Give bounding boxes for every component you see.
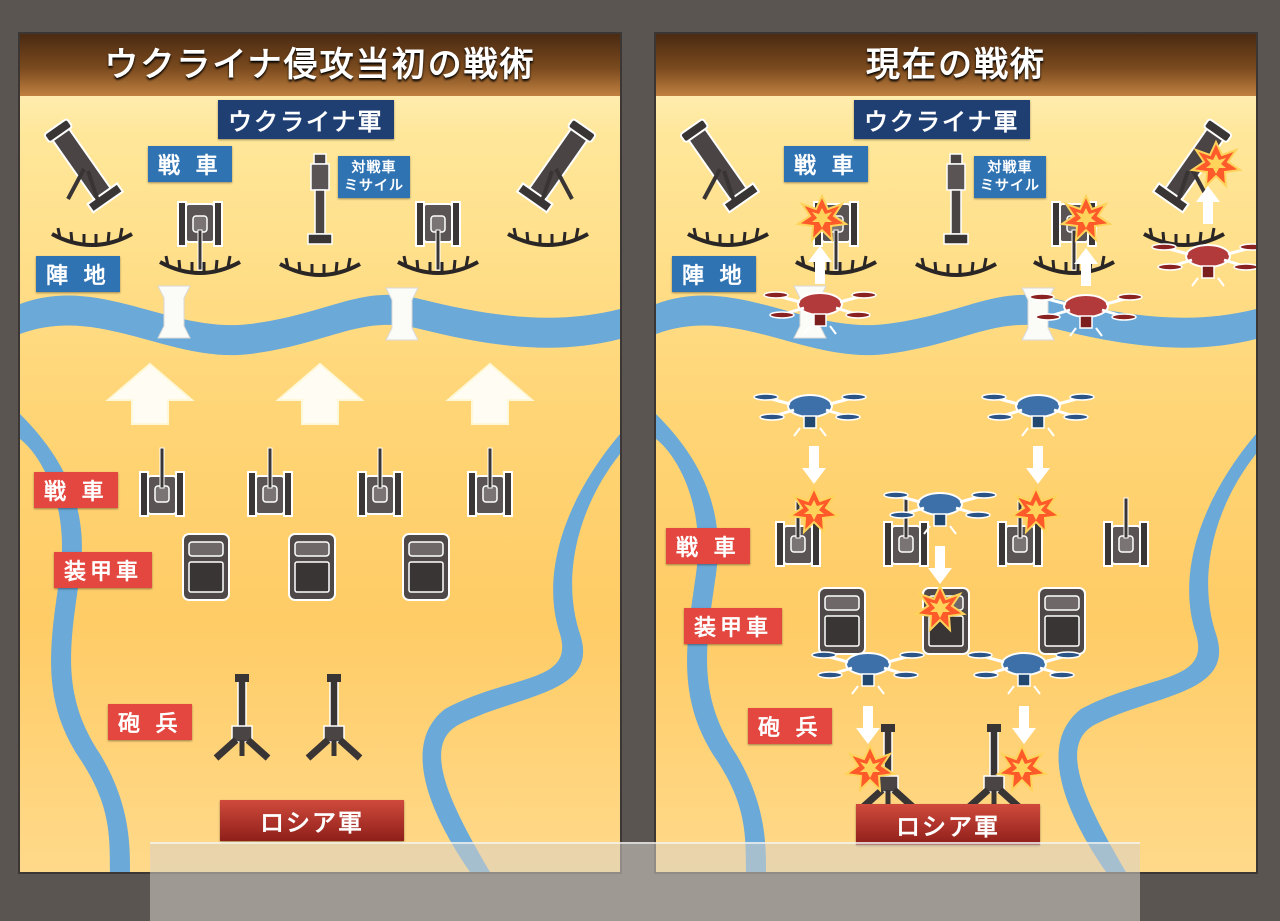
panel-title: ウクライナ侵攻当初の戦術 <box>20 34 620 96</box>
tank-icon <box>415 201 461 271</box>
artillery-label: 砲 兵 <box>748 708 832 744</box>
river-left <box>656 414 766 872</box>
trench-icon <box>914 256 998 277</box>
mortar-icon <box>41 116 125 215</box>
russia-army-label: ロシア軍 <box>220 800 404 841</box>
bottom-tray <box>150 842 1140 921</box>
enemy-tank-label: 戦 車 <box>34 472 118 508</box>
arrow-icon <box>277 363 363 425</box>
trench-icon <box>50 226 134 247</box>
arrow-icon <box>1012 706 1036 744</box>
left-panel-initial-tactics: ウクライナ侵攻当初の戦術 ウクライナ軍 戦 車 対戦車 ミサイル 陣 地 戦 車… <box>20 34 620 872</box>
bridge-icon <box>157 285 191 339</box>
tank-label: 戦 車 <box>784 146 868 182</box>
left-scene <box>20 116 620 872</box>
panel-title: 現在の戦術 <box>656 34 1256 96</box>
ukrainian-drone-icon <box>966 650 1082 696</box>
trench-icon <box>278 256 362 277</box>
arrow-icon <box>928 546 952 584</box>
anti-tank-missile-icon <box>307 153 333 245</box>
apc-label: 装甲車 <box>54 552 153 588</box>
river-top <box>656 294 1256 356</box>
ukrainian-drone-icon <box>752 392 868 438</box>
mortar-icon <box>515 116 599 215</box>
apc-icon <box>818 587 866 655</box>
trench-icon <box>506 226 590 247</box>
tank-icon <box>247 447 293 517</box>
arrow-icon <box>1026 446 1050 484</box>
river-right <box>1058 434 1256 872</box>
arrow-icon <box>856 706 880 744</box>
position-label: 陣 地 <box>36 256 120 292</box>
arrow-icon <box>802 446 826 484</box>
tank-label: 戦 車 <box>148 146 232 182</box>
river-top <box>20 294 620 356</box>
arrow-icon <box>107 363 193 425</box>
explosion-icon <box>997 745 1047 791</box>
tank-icon <box>177 201 223 271</box>
anti-tank-missile-label: 対戦車 ミサイル <box>338 156 410 198</box>
right-panel-current-tactics: 現在の戦術 ウクライナ軍 戦 車 対戦車 ミサイル 陣 地 戦 車 装甲車 砲 … <box>656 34 1256 872</box>
artillery-icon <box>308 674 360 758</box>
trench-icon <box>686 226 770 247</box>
arrow-icon <box>1196 186 1220 224</box>
tank-icon <box>139 447 185 517</box>
trench-icon <box>1142 226 1226 247</box>
anti-tank-missile-icon <box>943 153 969 245</box>
ukrainian-drone-icon <box>810 650 926 696</box>
russian-drone-icon <box>1150 242 1256 288</box>
tank-icon <box>1103 497 1149 567</box>
enemy-tank-label: 戦 車 <box>666 528 750 564</box>
river-right <box>422 434 620 872</box>
right-scene <box>656 116 1256 872</box>
position-label: 陣 地 <box>672 256 756 292</box>
tank-icon <box>467 447 513 517</box>
ukraine-army-label: ウクライナ軍 <box>854 100 1030 139</box>
anti-tank-missile-label: 対戦車 ミサイル <box>974 156 1046 198</box>
arrow-icon <box>447 363 533 425</box>
apc-icon <box>402 533 450 601</box>
artillery-icon <box>216 674 268 758</box>
apc-icon <box>288 533 336 601</box>
russia-army-label: ロシア軍 <box>856 804 1040 845</box>
artillery-label: 砲 兵 <box>108 704 192 740</box>
apc-icon <box>182 533 230 601</box>
ukraine-army-label: ウクライナ軍 <box>218 100 394 139</box>
apc-label: 装甲車 <box>684 608 783 644</box>
tank-icon <box>357 447 403 517</box>
mortar-icon <box>677 116 761 215</box>
ukrainian-drone-icon <box>980 392 1096 438</box>
apc-icon <box>1038 587 1086 655</box>
